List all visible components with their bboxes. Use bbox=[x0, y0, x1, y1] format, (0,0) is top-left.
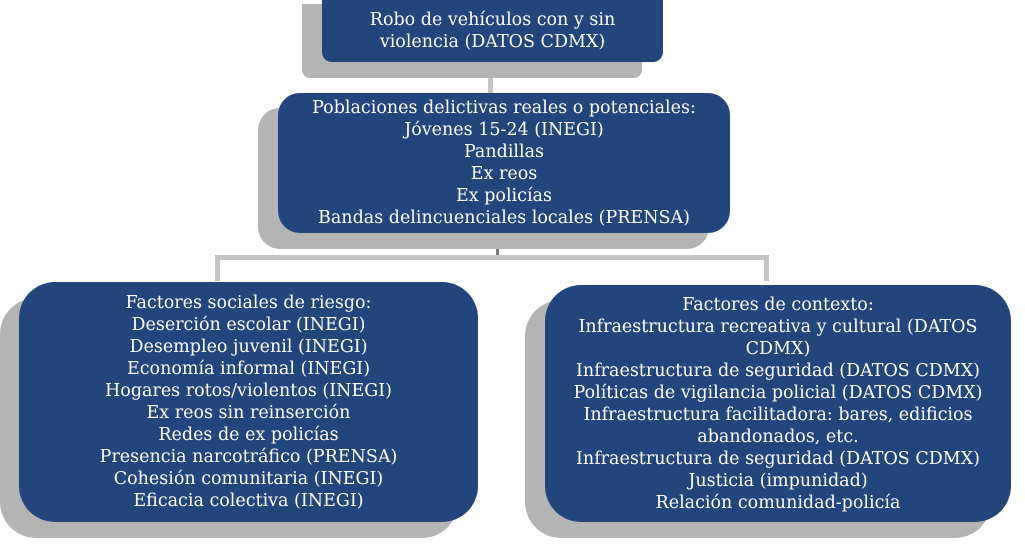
right-node-line-5: Políticas de vigilancia policial (DATOS … bbox=[573, 382, 983, 403]
top-node-line-2: violencia (DATOS CDMX) bbox=[379, 32, 606, 52]
right-node: Factores de contexto: Infraestructura re… bbox=[545, 285, 1011, 522]
middle-node-line-4: Ex reos bbox=[470, 164, 538, 184]
left-node-line-2: Deserción escolar (INEGI) bbox=[131, 315, 366, 335]
right-node-line-4: Infraestructura de seguridad (DATOS CDMX… bbox=[576, 360, 980, 381]
left-node-line-1: Factores sociales de riesgo: bbox=[125, 293, 372, 313]
connector-horizontal bbox=[215, 255, 769, 260]
left-node-line-3: Desempleo juvenil (INEGI) bbox=[129, 337, 368, 357]
right-node-line-3: CDMX) bbox=[745, 338, 811, 359]
left-node: Factores sociales de riesgo: Deserción e… bbox=[19, 282, 478, 522]
right-node-line-6: Infraestructura facilitadora: bares, edi… bbox=[583, 404, 973, 425]
middle-node-line-1: Poblaciones delictivas reales o potencia… bbox=[312, 98, 696, 118]
middle-node-line-2: Jóvenes 15-24 (INEGI) bbox=[404, 120, 604, 140]
right-node-line-9: Justicia (impunidad) bbox=[688, 470, 868, 491]
middle-node-line-3: Pandillas bbox=[463, 142, 545, 162]
right-node-line-2: Infraestructura recreativa y cultural (D… bbox=[578, 316, 978, 337]
connector-right-down bbox=[764, 255, 769, 281]
middle-node: Poblaciones delictivas reales o potencia… bbox=[278, 93, 730, 233]
top-node: Robo de vehículos con y sin violencia (D… bbox=[322, 0, 663, 62]
top-node-line-1: Robo de vehículos con y sin bbox=[369, 10, 616, 30]
middle-node-line-6: Bandas delincuenciales locales (PRENSA) bbox=[318, 208, 690, 228]
left-node-line-9: Cohesión comunitaria (INEGI) bbox=[113, 469, 384, 489]
left-node-line-6: Ex reos sin reinserción bbox=[146, 403, 351, 423]
left-node-line-5: Hogares rotos/violentos (INEGI) bbox=[105, 381, 392, 401]
right-node-line-1: Factores de contexto: bbox=[682, 294, 874, 315]
left-node-line-10: Eficacia colectiva (INEGI) bbox=[133, 491, 364, 511]
right-node-line-7: abandonados, etc. bbox=[697, 426, 859, 447]
right-node-line-10: Relación comunidad-policía bbox=[655, 492, 901, 513]
right-node-line-8: Infraestructura de seguridad (DATOS CDMX… bbox=[576, 448, 980, 469]
connector-top-middle bbox=[488, 78, 493, 94]
connector-left-down bbox=[215, 255, 220, 281]
middle-node-line-5: Ex policías bbox=[456, 186, 552, 206]
left-node-line-8: Presencia narcotráfico (PRENSA) bbox=[99, 447, 398, 467]
left-node-line-4: Economía informal (INEGI) bbox=[126, 359, 371, 379]
left-node-line-7: Redes de ex policías bbox=[158, 425, 339, 445]
